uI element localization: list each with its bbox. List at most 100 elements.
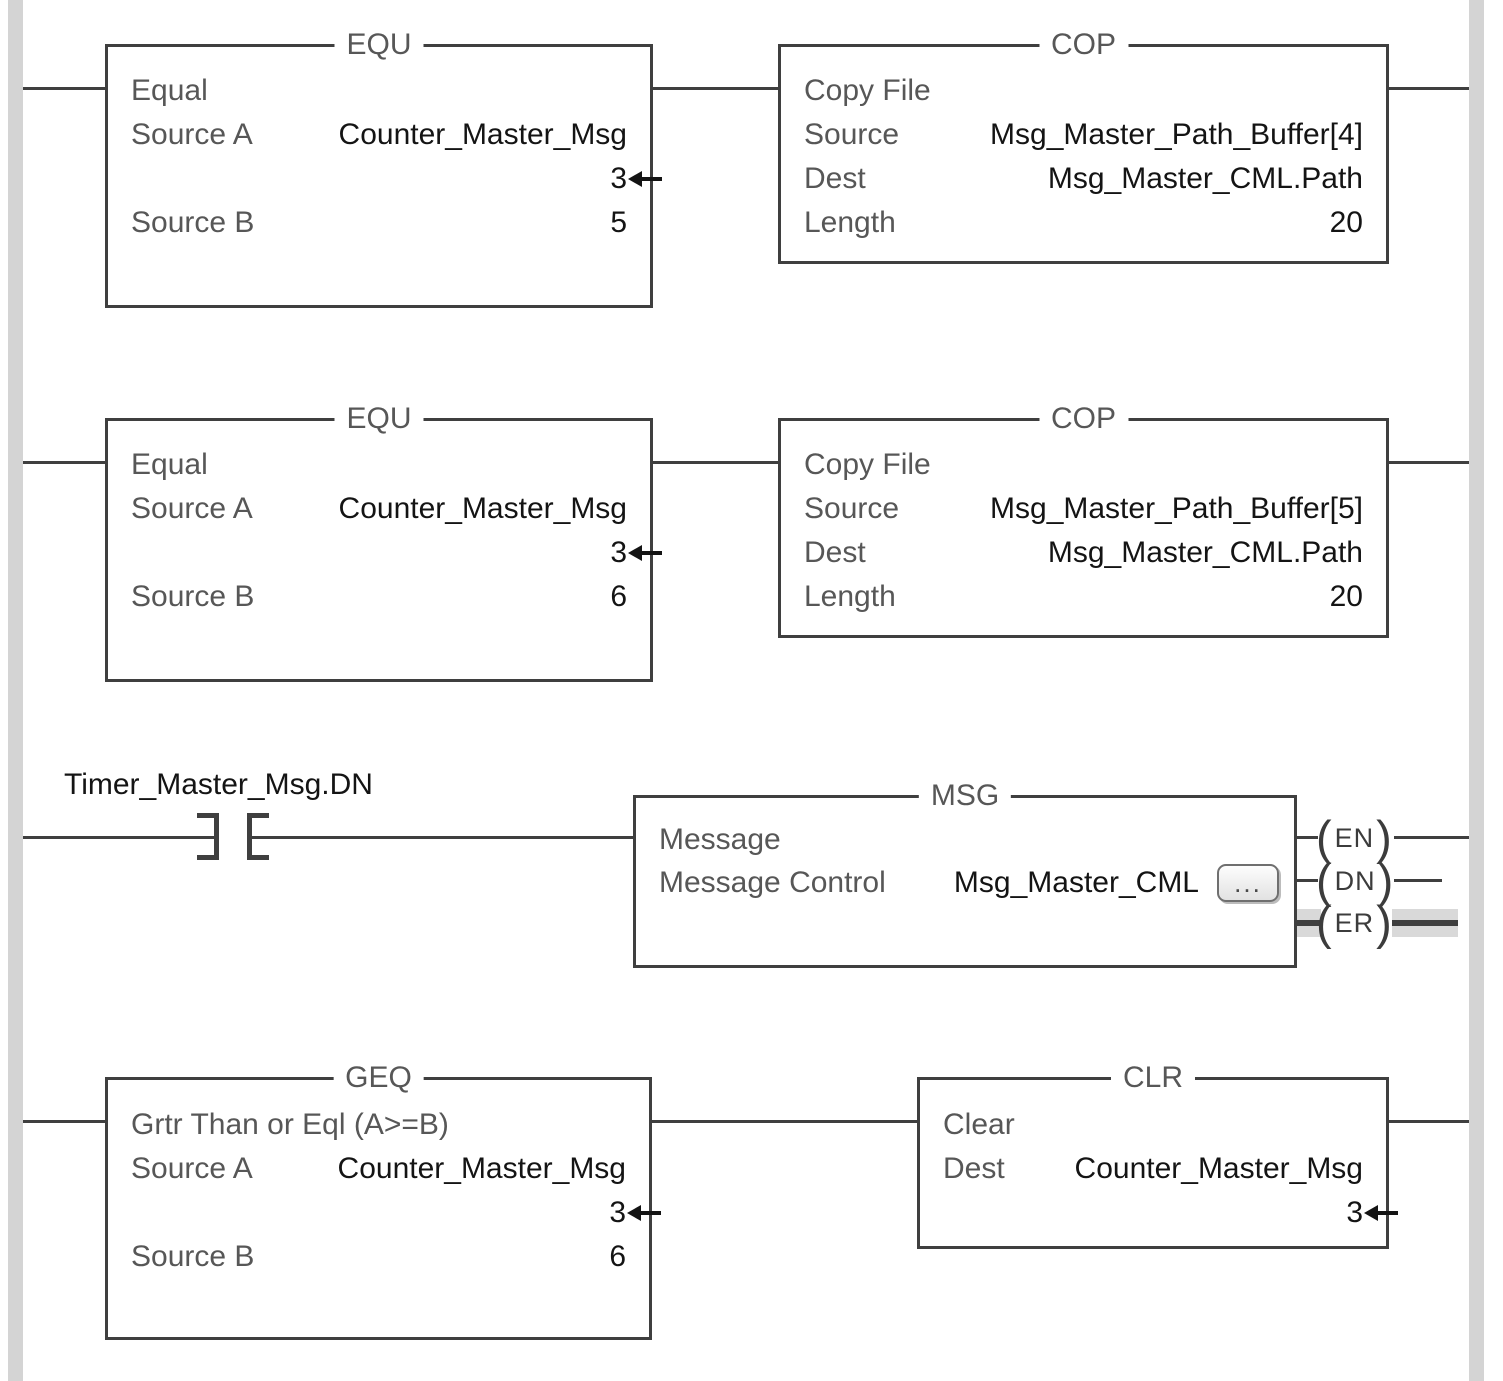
coil-label: DN (1334, 865, 1376, 896)
instruction-cop-1[interactable]: COP Copy File Source Msg_Master_Path_Buf… (778, 27, 1389, 264)
operand-label: Length (804, 206, 896, 239)
power-rail-right (1469, 0, 1484, 1381)
browse-ellipsis-button[interactable]: ... (1217, 864, 1279, 902)
wire (1295, 879, 1318, 882)
actual-value-row: 3 (108, 531, 650, 575)
operand-value[interactable]: 20 (1329, 206, 1363, 239)
wire (23, 87, 107, 90)
wire (1387, 87, 1469, 90)
operand-label: Dest (943, 1152, 1005, 1185)
operand-value[interactable]: 5 (610, 206, 627, 239)
instruction-mnemonic: GEQ (333, 1060, 424, 1096)
wire (23, 1120, 107, 1123)
operand-label: Source B (131, 206, 255, 239)
source-b-row: Source B 5 (108, 201, 650, 245)
source-a-row: Source A Counter_Master_Msg (108, 1147, 649, 1191)
operand-tag[interactable]: Msg_Master_Path_Buffer[5] (990, 492, 1363, 525)
wire (1392, 920, 1458, 926)
instruction-mnemonic: MSG (918, 778, 1012, 814)
dest-row: Dest Msg_Master_CML.Path (781, 531, 1386, 575)
coil-dn[interactable]: DN (1316, 857, 1394, 905)
actual-value-arrow-icon (627, 1205, 661, 1221)
instruction-description: Equal (131, 448, 208, 481)
operand-label: Source (804, 118, 900, 151)
operand-tag[interactable]: Counter_Master_Msg (338, 492, 627, 525)
operand-tag[interactable]: Msg_Master_CML.Path (1047, 536, 1363, 569)
instruction-mnemonic: COP (1038, 27, 1129, 63)
operand-label: Source A (131, 1152, 253, 1185)
operand-label: Source (804, 492, 900, 525)
contact-bracket (247, 813, 269, 818)
actual-value: 3 (610, 536, 627, 569)
operand-value[interactable]: 20 (1329, 580, 1363, 613)
wire (23, 461, 107, 464)
instruction-description-row: Message (636, 818, 1294, 862)
actual-value-arrow-icon (628, 171, 662, 187)
length-row: Length 20 (781, 575, 1386, 619)
operand-tag[interactable]: Counter_Master_Msg (338, 118, 627, 151)
instruction-description: Equal (131, 74, 208, 107)
actual-value: 3 (609, 1196, 626, 1229)
operand-tag[interactable]: Msg_Master_CML.Path (1047, 162, 1363, 195)
operand-label: Source A (131, 118, 253, 151)
source-b-row: Source B 6 (108, 575, 650, 619)
wire (651, 461, 780, 464)
operand-tag[interactable]: Counter_Master_Msg (1074, 1152, 1363, 1185)
coil-label: ER (1334, 907, 1375, 938)
dest-row: Dest Msg_Master_CML.Path (781, 157, 1386, 201)
contact-bracket (247, 813, 252, 860)
instruction-mnemonic: CLR (1110, 1060, 1196, 1096)
wire (1295, 920, 1321, 926)
coil-en[interactable]: EN (1316, 814, 1393, 862)
actual-value-arrow-icon (1364, 1205, 1398, 1221)
power-rail-left (8, 0, 23, 1381)
actual-value-arrow-icon (628, 545, 662, 561)
operand-label: Dest (804, 162, 866, 195)
contact-bracket (247, 855, 269, 860)
contact-bracket (197, 855, 219, 860)
instruction-equ-2[interactable]: EQU Equal Source A Counter_Master_Msg 3 … (105, 401, 662, 682)
instruction-clr[interactable]: CLR Clear Dest Counter_Master_Msg 3 (917, 1060, 1398, 1249)
message-control-row: Message Control Msg_Master_CML ... (636, 859, 1294, 907)
operand-label: Source B (131, 580, 255, 613)
operand-tag[interactable]: Msg_Master_Path_Buffer[4] (990, 118, 1363, 151)
instruction-description-row: Equal (108, 69, 650, 113)
operand-tag[interactable]: Counter_Master_Msg (337, 1152, 626, 1185)
operand-tag[interactable]: Msg_Master_CML (953, 866, 1199, 899)
contact-bracket (197, 813, 219, 818)
instruction-description: Copy File (804, 74, 931, 107)
source-a-row: Source A Counter_Master_Msg (108, 487, 650, 531)
source-a-row: Source A Counter_Master_Msg (108, 113, 650, 157)
actual-value-row: 3 (920, 1191, 1386, 1235)
instruction-description-row: Grtr Than or Eql (A>=B) (108, 1103, 649, 1147)
wire (23, 836, 214, 839)
instruction-description-row: Copy File (781, 69, 1386, 113)
instruction-description-row: Equal (108, 443, 650, 487)
instruction-description: Clear (943, 1108, 1015, 1141)
wire (252, 836, 635, 839)
instruction-geq[interactable]: GEQ Grtr Than or Eql (A>=B) Source A Cou… (105, 1060, 661, 1340)
wire (1387, 1120, 1469, 1123)
instruction-description-row: Clear (920, 1103, 1386, 1147)
coil-er[interactable]: ER (1316, 899, 1393, 947)
contact-tag-label[interactable]: Timer_Master_Msg.DN (64, 768, 373, 801)
instruction-description-row: Copy File (781, 443, 1386, 487)
wire (650, 1120, 919, 1123)
instruction-description: Grtr Than or Eql (A>=B) (131, 1108, 449, 1141)
wire (651, 87, 780, 90)
instruction-cop-2[interactable]: COP Copy File Source Msg_Master_Path_Buf… (778, 401, 1389, 638)
instruction-equ-1[interactable]: EQU Equal Source A Counter_Master_Msg 3 … (105, 27, 662, 308)
instruction-msg[interactable]: MSG Message Message Control Msg_Master_C… (633, 778, 1297, 968)
wire (1387, 461, 1469, 464)
actual-value-row: 3 (108, 157, 650, 201)
operand-label: Message Control (659, 866, 886, 899)
actual-value: 3 (610, 162, 627, 195)
operand-value[interactable]: 6 (610, 580, 627, 613)
operand-label: Source B (131, 1240, 255, 1273)
coil-label: EN (1334, 822, 1375, 853)
actual-value: 3 (1346, 1196, 1363, 1229)
operand-value[interactable]: 6 (609, 1240, 626, 1273)
instruction-mnemonic: EQU (334, 401, 424, 437)
actual-value-row: 3 (108, 1191, 649, 1235)
